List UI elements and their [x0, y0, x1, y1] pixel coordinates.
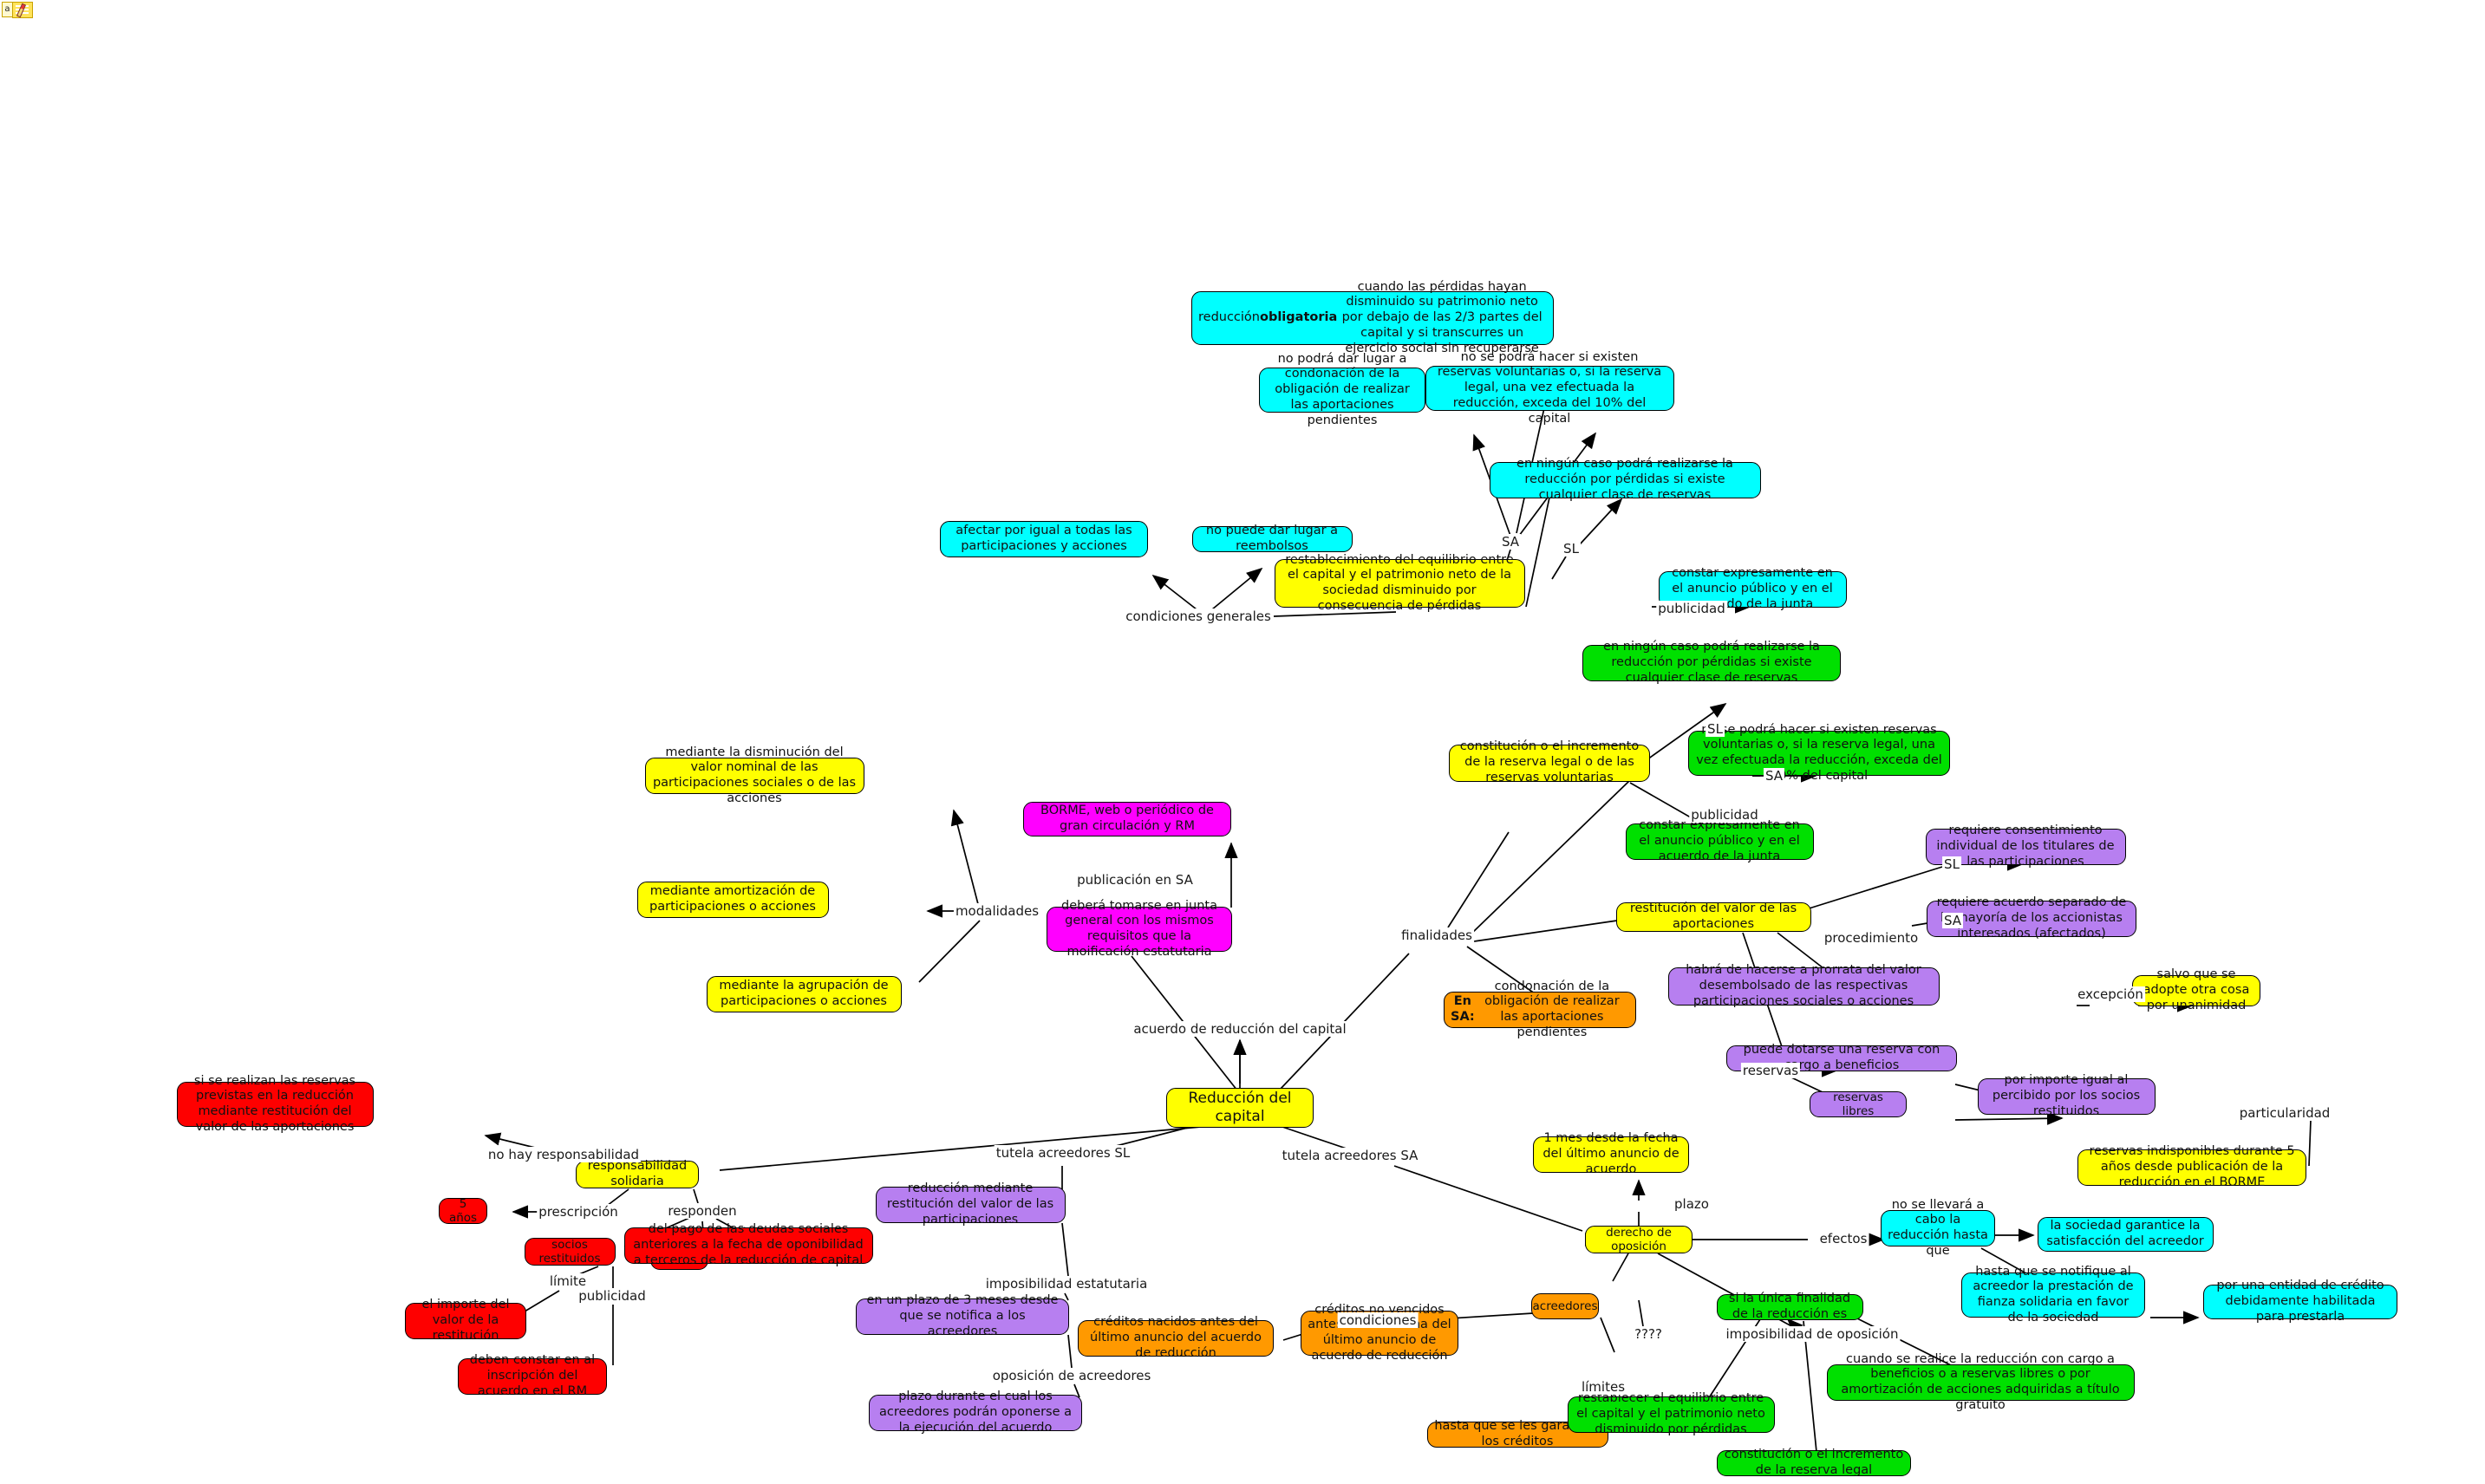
edge-label: SL	[1706, 721, 1725, 737]
concept-node[interactable]: restitución del valor de las aportacione…	[1615, 901, 1811, 932]
edge-label: SA	[1499, 534, 1522, 550]
concept-node[interactable]: En SA: condonación de la obligación de r…	[1444, 980, 1636, 1039]
badge-letter: a	[2, 2, 13, 17]
concept-node[interactable]: mediante la disminución del valor nomina…	[644, 745, 864, 805]
concept-node[interactable]: requiere consentimiento individual de lo…	[1925, 823, 2126, 869]
edge-label: límite	[547, 1273, 589, 1289]
concept-node[interactable]: deben constar en al inscripción del acue…	[458, 1353, 607, 1398]
edge-label: SA	[1763, 768, 1785, 784]
edge-label: responden	[666, 1203, 739, 1219]
edge-label: publicidad	[1689, 807, 1760, 823]
concept-node[interactable]: del pago de las deudas sociales anterior…	[623, 1222, 873, 1267]
concept-node[interactable]: por importe igual al percibido por los s…	[1977, 1073, 2156, 1118]
concept-node[interactable]: en un plazo de 3 meses desde que se noti…	[856, 1293, 1069, 1338]
edge-label: condiciones	[1337, 1312, 1419, 1328]
concept-node[interactable]: en ningún caso podrá realizarse la reduc…	[1582, 640, 1841, 685]
concept-node[interactable]: créditos nacidos antes del último anunci…	[1078, 1315, 1274, 1360]
edge-label: plazo	[1673, 1196, 1711, 1212]
concept-node[interactable]: BORME, web o periódico de gran circulaci…	[1023, 802, 1231, 836]
concept-node[interactable]: reservas libres	[1810, 1090, 1907, 1118]
edge-label: SL	[1562, 541, 1581, 556]
edge-label: SA	[1941, 913, 1964, 928]
edge-label: prescripción	[537, 1204, 620, 1220]
concept-node[interactable]: deberá tomarse en junta general con los …	[1047, 899, 1232, 959]
concept-node[interactable]: no se podrá hacer si existen reservas vo…	[1688, 723, 1950, 783]
concept-node[interactable]: derecho de oposición	[1585, 1226, 1693, 1253]
concept-node[interactable]: no se llevará a cabo la reducción hasta …	[1881, 1198, 1995, 1258]
concept-node[interactable]: si se realizan las reservas previstas en…	[176, 1074, 374, 1134]
edge-label: publicidad	[577, 1288, 648, 1304]
edge-label: SL	[1942, 856, 1961, 872]
concept-node[interactable]: 5 años	[439, 1197, 487, 1225]
concept-node[interactable]: requiere acuerdo separado de la mayoría …	[1927, 895, 2136, 941]
edge-label: límites	[1579, 1379, 1627, 1395]
concept-node[interactable]: no puede dar lugar a reembolsos	[1191, 524, 1353, 553]
concept-node[interactable]: reducción mediante restitución del valor…	[875, 1181, 1066, 1227]
edge-label: publicidad	[1656, 601, 1727, 616]
concept-node[interactable]: plazo durante el cual los acreedores pod…	[869, 1390, 1082, 1435]
concept-node[interactable]: mediante amortización de participaciones…	[636, 882, 829, 918]
edge-label: efectos	[1817, 1231, 1869, 1246]
concept-node[interactable]: restablecer el equilibrio entre el capit…	[1567, 1391, 1775, 1436]
concept-node[interactable]: constitución o el incremento de la reser…	[1449, 739, 1650, 784]
concept-node[interactable]: por una entidad de crédito debidamente h…	[2203, 1279, 2397, 1324]
edge-label: imposibilidad de oposición	[1724, 1326, 1901, 1342]
concept-node[interactable]: acreedores	[1531, 1293, 1599, 1319]
edge-label: modalidades	[953, 903, 1041, 919]
concept-node[interactable]: 1 mes desde la fecha del último anuncio …	[1533, 1131, 1689, 1176]
top-left-note-badge[interactable]: a	[2, 1, 33, 18]
concept-node[interactable]: mediante la agrupación de participacione…	[706, 976, 902, 1012]
edge-label: no hay responsabilidad	[486, 1147, 642, 1162]
edge-label: ????	[1633, 1326, 1664, 1342]
note-pencil-icon	[12, 1, 33, 18]
edge-label: imposibilidad estatutaria	[983, 1276, 1150, 1292]
concept-node[interactable]: no se podrá hacer si existen reservas vo…	[1425, 350, 1674, 426]
concept-node[interactable]: cuando se realice la reducción con cargo…	[1826, 1352, 2135, 1412]
concept-node[interactable]: si la única finalidad de la reducción es	[1716, 1292, 1863, 1321]
concept-node[interactable]: salvo que se adopte otra cosa por unanim…	[2132, 967, 2260, 1012]
concept-node[interactable]: afectar por igual a todas las participac…	[940, 521, 1148, 557]
concept-node[interactable]: socios restituidos	[524, 1238, 616, 1266]
concept-node[interactable]: no podrá dar lugar a condonación de la o…	[1259, 352, 1425, 427]
concept-node[interactable]: habrá de hacerse a prorrata del valor de…	[1667, 963, 1940, 1008]
edge-label: finalidades	[1399, 928, 1474, 943]
concept-node[interactable]: la sociedad garantice la satisfacción de…	[2037, 1217, 2214, 1252]
concept-node[interactable]: en ningún caso podrá realizarse la reduc…	[1489, 457, 1761, 502]
concept-node[interactable]: reservas indisponibles durante 5 años de…	[2077, 1144, 2306, 1189]
concept-node[interactable]: hasta que se notifique al acreedor la pr…	[1961, 1265, 2145, 1325]
root-node[interactable]: Reducción del capital	[1166, 1088, 1314, 1128]
edge-label: tutela acreedores SA	[1280, 1148, 1420, 1163]
concept-node[interactable]: responsabilidad solidaria	[576, 1159, 699, 1188]
concept-node[interactable]: constar expresamente en el anuncio públi…	[1625, 818, 1814, 863]
edge-label: tutela acreedores SL	[994, 1145, 1132, 1161]
edge-label: publicación en SA	[1075, 872, 1195, 888]
concept-node[interactable]: restablecimiento del equilibrio entre el…	[1274, 553, 1525, 613]
edge-label: procedimiento	[1822, 930, 1921, 946]
edge-label: excepción	[2076, 986, 2145, 1002]
edge-label: oposición de acreedores	[990, 1368, 1153, 1383]
concept-node[interactable]: reducción obligatoria cuando las pérdida…	[1191, 280, 1554, 355]
edge-label: acuerdo de reducción del capital	[1132, 1021, 1348, 1037]
edge-label: condiciones generales	[1124, 609, 1273, 624]
edge-label: particularidad	[2237, 1105, 2332, 1121]
concept-node[interactable]: el importe del valor de la restitución	[405, 1298, 526, 1343]
edge-label: reservas	[1740, 1063, 1801, 1078]
concept-node[interactable]: constitución o el incremento de la reser…	[1717, 1448, 1911, 1477]
